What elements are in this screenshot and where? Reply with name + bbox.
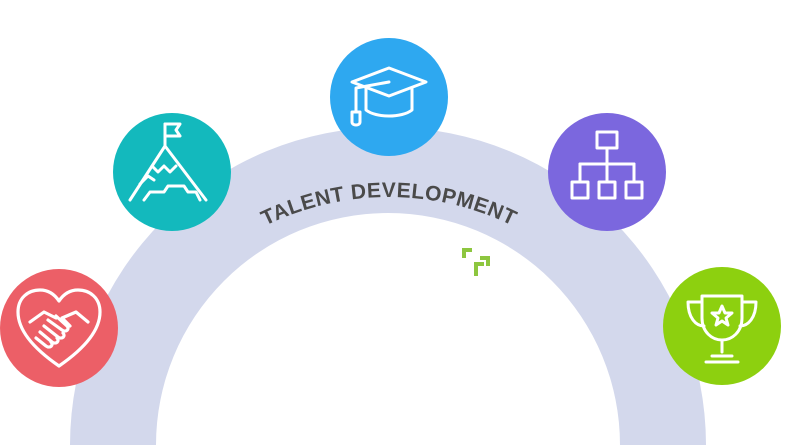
- mountain-flag-icon: [128, 122, 208, 202]
- node-relationships: [0, 269, 118, 387]
- arch-band: [70, 127, 706, 445]
- handshake-heart-icon: [16, 288, 102, 368]
- node-education: [330, 38, 448, 156]
- node-achievement: [663, 267, 781, 385]
- graduation-cap-icon: [350, 66, 428, 127]
- trophy-star-icon: [686, 294, 758, 364]
- org-chart-icon: [570, 130, 644, 200]
- node-goals: [113, 113, 231, 231]
- node-structure: [548, 113, 666, 231]
- accent-mark-icon: [462, 248, 490, 276]
